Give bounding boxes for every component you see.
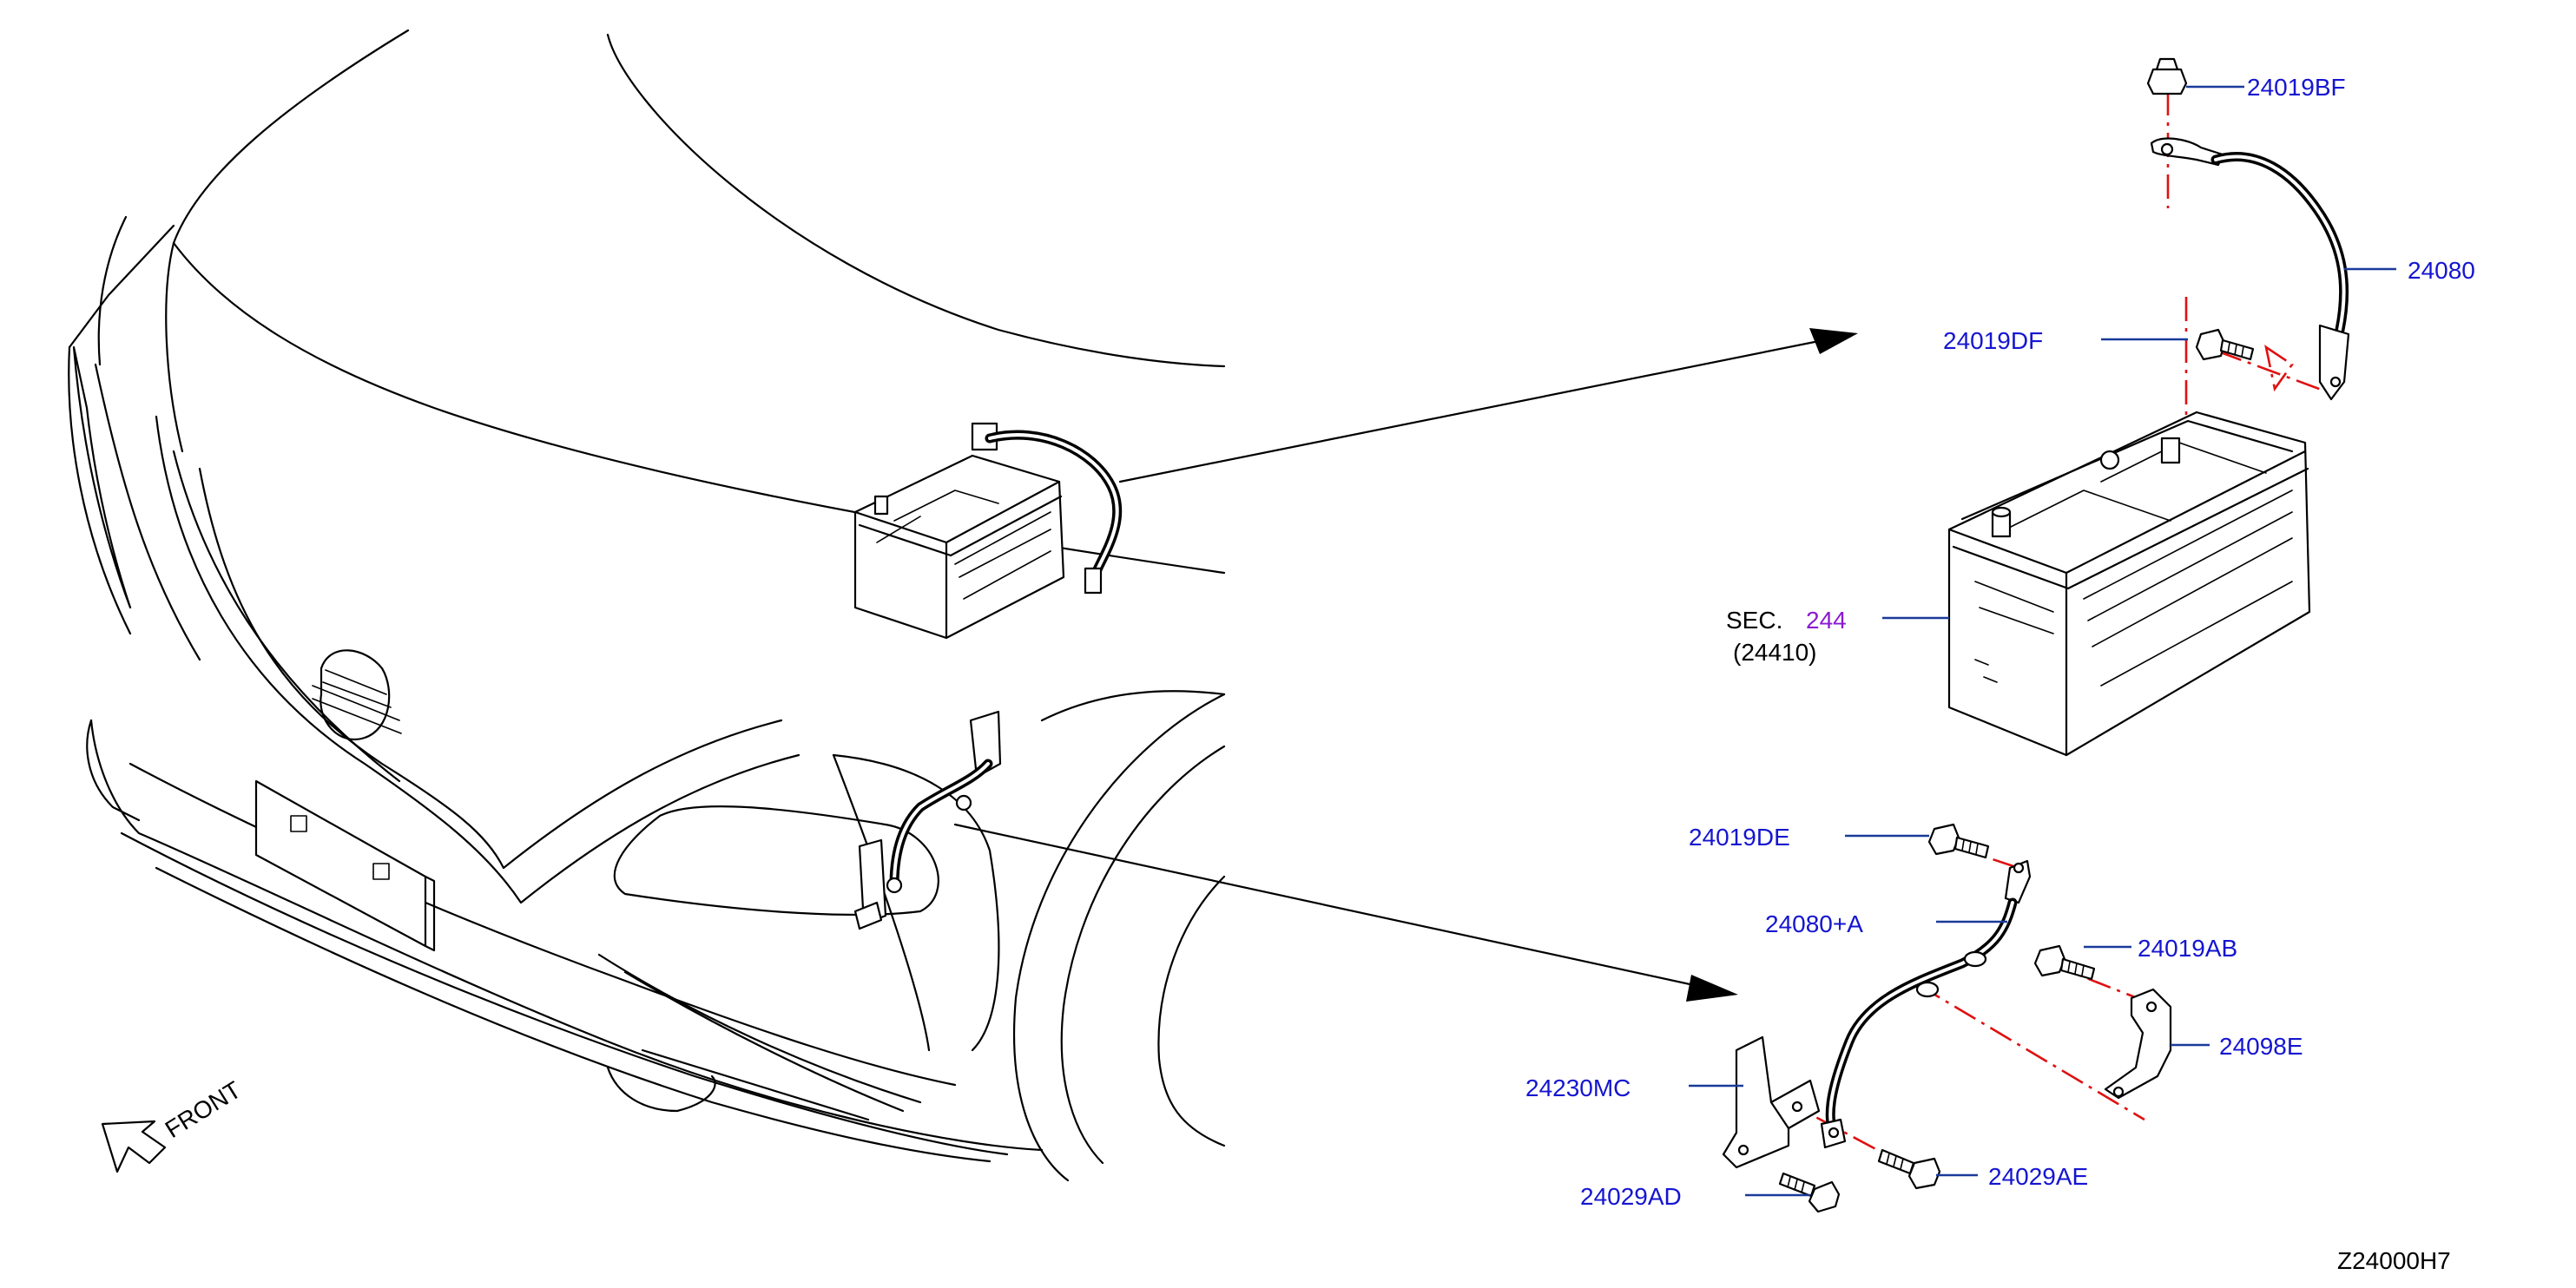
- label-24410: (24410): [1733, 639, 1817, 666]
- front-label: FRONT: [161, 1076, 246, 1143]
- label-24019ab[interactable]: 24019AB: [2138, 935, 2237, 962]
- label-24019df[interactable]: 24019DF: [1943, 327, 2043, 354]
- callout-arrow-battery: [1118, 328, 1858, 483]
- battery-24410: [1947, 411, 2311, 757]
- label-sec-prefix: SEC.: [1726, 607, 1782, 634]
- label-24080a[interactable]: 24080+A: [1765, 910, 1863, 937]
- detail-positive-cable: [1947, 57, 2350, 757]
- emblem: [312, 649, 402, 740]
- bracket-24230mc: [1722, 1035, 1821, 1169]
- leader-lines: [1689, 85, 2396, 1197]
- cable-24080a: [1820, 859, 2032, 1149]
- label-24029ae[interactable]: 24029AE: [1988, 1163, 2088, 1190]
- vehicle-front-view: FRONT: [68, 29, 1226, 1182]
- nut-24019bf: [2146, 57, 2188, 95]
- diagram-code: Z24000H7: [2337, 1247, 2451, 1274]
- battery-in-vehicle: [853, 422, 1123, 640]
- detail-ground-cable: [1722, 823, 2172, 1213]
- bolt-24029ad: [1778, 1172, 1841, 1213]
- label-24019bf[interactable]: 24019BF: [2247, 74, 2346, 101]
- label-24080[interactable]: 24080: [2408, 257, 2475, 284]
- label-24230mc[interactable]: 24230MC: [1525, 1074, 1631, 1101]
- bolt-24019df: [2195, 328, 2255, 361]
- bolt-24019de: [1927, 823, 1990, 859]
- cable-24080: [2150, 137, 2350, 401]
- label-24019de[interactable]: 24019DE: [1689, 824, 1790, 851]
- license-plate: [254, 779, 436, 952]
- label-24029ad[interactable]: 24029AD: [1580, 1183, 1682, 1210]
- bracket-24098e: [2104, 988, 2172, 1100]
- label-24098e[interactable]: 24098E: [2219, 1033, 2303, 1060]
- label-sec-244[interactable]: 244: [1806, 607, 1847, 634]
- bolt-24019ab: [2033, 944, 2096, 981]
- front-direction-arrow: [101, 1120, 167, 1173]
- ground-cable-in-vehicle: [853, 710, 1002, 930]
- callout-arrow-ground: [953, 823, 1738, 1002]
- bolt-24029ae: [1877, 1148, 1941, 1190]
